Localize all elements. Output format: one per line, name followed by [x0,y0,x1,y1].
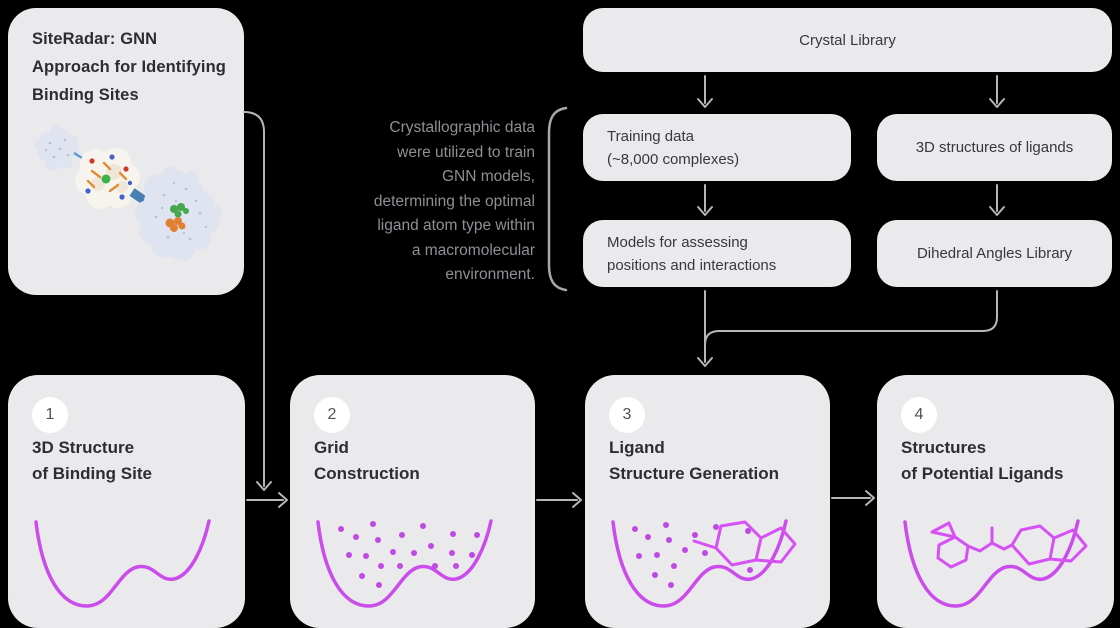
grid-dots-illustration [316,519,493,608]
protein-binding-site-illustration [34,125,222,261]
step-card-2: 2 Grid Construction [290,375,535,628]
potential-ligand-illustration [903,519,1088,608]
arrow-step2-to-step3 [536,492,582,508]
arrow-step1-to-step2 [246,492,288,508]
step-card-4: 4 Structures of Potential Ligands [877,375,1114,628]
step-title-line: Ligand [609,438,665,457]
small-protein-blob [34,125,79,171]
grouping-bracket [547,106,568,292]
step-title: Structures of Potential Ligands [901,435,1063,487]
dihedral-library-box: Dihedral Angles Library [877,220,1112,287]
crystal-library-box: Crystal Library [583,8,1112,72]
step-card-1: 1 3D Structure of Binding Site [8,375,245,628]
ligand-green-atoms [170,203,189,218]
step-title-line: of Binding Site [32,464,152,483]
protein-with-ligand-blob [135,166,222,261]
step-number: 4 [914,406,924,423]
arrow-crystal-to-training [697,75,713,108]
training-data-label: Training data [607,127,694,145]
step-number-badge: 3 [609,397,645,433]
description-line: environment. [445,266,535,283]
ligand-structure [930,521,1088,569]
arrow-ligands-to-dihedral [989,184,1005,216]
arrow-models-to-step3 [697,290,713,367]
binding-site-closeup [75,148,140,209]
step-number-badge: 1 [32,397,68,433]
diagram-title-line: Approach for Identifying [32,58,226,76]
arrow-crystal-to-ligand-structures [989,75,1005,108]
step-title-line: Structures [901,438,987,457]
ligand-orange-atoms [165,217,186,232]
diagram-title-line: SiteRadar: GNN [32,30,158,48]
description-line: Crystallographic data [389,119,535,136]
metal-ion-sphere [101,174,111,184]
step-title-line: of Potential Ligands [901,464,1064,483]
arrow-training-to-models [697,184,713,216]
step-title: Ligand Structure Generation [609,435,779,487]
step-title: Grid Construction [314,435,420,487]
diagram-title: SiteRadar: GNN Approach for Identifying … [32,25,226,109]
arrow-step3-to-step4 [831,490,875,506]
grid-dots [632,522,753,588]
description-line: a macromolecular [411,241,535,259]
step-card-3: 3 Ligand Structure Generation [585,375,830,628]
models-label: Models for assessing [607,233,748,251]
step-title-line: Construction [314,464,420,483]
step-title-line: 3D Structure [32,438,135,457]
ligand-structures-label: 3D structures of ligands [915,139,1074,156]
description-line: ligand atom type within [377,217,535,234]
energy-curve-illustration [34,519,211,608]
step-number: 2 [327,406,337,423]
models-box: Models for assessing positions and inter… [583,220,851,287]
step-number: 3 [622,406,632,423]
connector-dihedral-merge [704,290,998,346]
description-line: determining the optimal [373,192,535,210]
dihedral-library-label: Dihedral Angles Library [916,245,1073,262]
ligand-structures-box: 3D structures of ligands [877,114,1112,181]
step-number-badge: 4 [901,397,937,433]
intro-card: SiteRadar: GNN Approach for Identifying … [8,8,244,295]
description-line: GNN models, [441,168,535,185]
training-description: Crystallographic data were utilized to t… [320,116,535,288]
step-number-badge: 2 [314,397,350,433]
step-title: 3D Structure of Binding Site [32,435,152,487]
crystal-library-label: Crystal Library [799,31,896,49]
description-line: were utilized to train [397,143,535,161]
grid-dots [338,521,480,588]
training-data-count: (~8,000 complexes) [607,150,740,168]
models-label-line2: positions and interactions [607,256,777,274]
training-data-box: Training data (~8,000 complexes) [583,114,851,181]
ligand-rings [692,520,797,567]
step-title-line: Structure Generation [609,464,780,483]
step-title-line: Grid [314,438,349,457]
step-number: 1 [45,406,55,423]
diagram-title-line: Binding Sites [32,86,139,104]
ligand-generation-illustration [611,519,797,608]
